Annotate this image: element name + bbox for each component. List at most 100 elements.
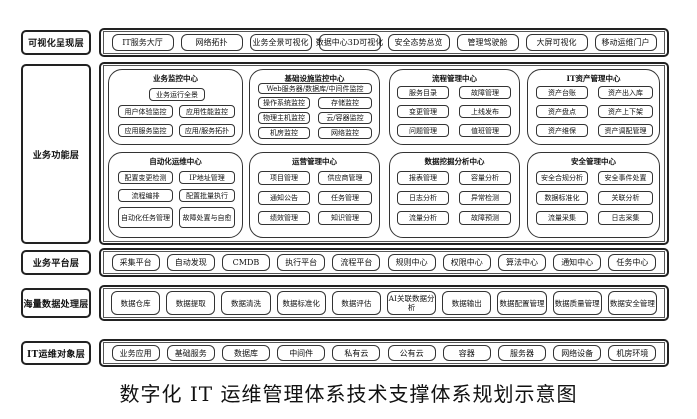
biz-monitor-center-title: 业务监控中心 xyxy=(153,74,198,83)
data-analysis-item[interactable]: 故障预测 xyxy=(459,211,511,225)
ops-manage-item[interactable]: 供应商管理 xyxy=(318,171,372,185)
asset-item[interactable]: 资产盘点 xyxy=(536,105,588,118)
data-layer-item[interactable]: 数据评估 xyxy=(331,291,381,315)
objects-layer-label-frame xyxy=(21,341,91,365)
platform-layer-item[interactable]: 执行平台 xyxy=(277,254,326,271)
objects-layer-item[interactable]: 机房环境 xyxy=(608,345,657,361)
biz-monitor-item[interactable]: 应用/服务拓扑 xyxy=(179,124,235,137)
infra-monitor-item[interactable]: 物理主机监控 xyxy=(258,112,310,124)
objects-layer-item[interactable]: 容器 xyxy=(442,345,491,361)
platform-layer-item[interactable]: 规则中心 xyxy=(387,254,436,271)
platform-layer-item[interactable]: 自动发现 xyxy=(166,254,215,271)
ops-manage-item[interactable]: 知识管理 xyxy=(318,211,372,225)
security-item[interactable]: 数据标准化 xyxy=(536,191,588,205)
asset-item[interactable]: 资产出入库 xyxy=(598,86,653,99)
infra-monitor-item[interactable]: 机房监控 xyxy=(258,127,310,139)
ops-manage-item[interactable]: 绩效管理 xyxy=(258,211,310,225)
biz-monitor-item[interactable]: 用户体验监控 xyxy=(118,105,173,118)
infra-monitor-item[interactable]: 云/容器监控 xyxy=(318,112,372,124)
ops-manage-item[interactable]: 项目管理 xyxy=(258,171,310,185)
objects-layer-item[interactable]: 服务器 xyxy=(497,345,547,361)
auto-ops-item[interactable]: 故障处置与自愈 xyxy=(179,207,235,228)
asset-item[interactable]: 资产调配管理 xyxy=(598,124,653,137)
asset-center-title: IT资产管理中心 xyxy=(566,74,621,83)
visual-layer-item[interactable]: IT服务大厅 xyxy=(111,34,174,51)
visual-layer-item[interactable]: 安全态势总览 xyxy=(387,34,450,51)
ops-manage-item[interactable]: 任务管理 xyxy=(318,191,372,205)
process-item[interactable]: 问题管理 xyxy=(397,124,449,137)
objects-layer-item[interactable]: 私有云 xyxy=(332,345,381,361)
platform-layer-item[interactable]: 采集平台 xyxy=(111,254,160,271)
infra-monitor-item[interactable]: 存储监控 xyxy=(318,97,372,109)
security-item[interactable]: 关联分析 xyxy=(598,191,653,205)
security-item[interactable]: 日志采集 xyxy=(598,211,653,225)
process-item[interactable]: 服务目录 xyxy=(397,86,449,99)
objects-layer-item[interactable]: 数据库 xyxy=(221,345,271,361)
objects-layer-item[interactable]: 中间件 xyxy=(277,345,326,361)
platform-layer-item[interactable]: 算法中心 xyxy=(497,254,547,271)
data-layer-item[interactable]: 数据配置管理 xyxy=(497,291,547,315)
business-layer-label-frame xyxy=(21,64,91,244)
data-layer-frame xyxy=(99,285,669,321)
objects-layer-item[interactable]: 网络设备 xyxy=(553,345,602,361)
data-analysis-item[interactable]: 报表管理 xyxy=(397,171,449,185)
asset-item[interactable]: 资产台账 xyxy=(536,86,588,99)
biz-monitor-item[interactable]: 应用性能监控 xyxy=(179,105,235,118)
visual-layer-item[interactable]: 大屏可视化 xyxy=(525,34,588,51)
infra-monitor-item[interactable]: 网络监控 xyxy=(318,127,372,139)
visual-layer-item[interactable]: 网络拓扑 xyxy=(180,34,243,51)
process-item[interactable]: 值班管理 xyxy=(459,124,511,137)
auto-ops-item[interactable]: 自动化任务管理 xyxy=(118,207,173,228)
infra-monitor-item[interactable]: 操作系统监控 xyxy=(258,97,310,109)
auto-ops-item[interactable]: 配置批量执行 xyxy=(179,189,235,202)
platform-layer-item[interactable]: 流程平台 xyxy=(332,254,381,271)
platform-layer-item[interactable]: 通知中心 xyxy=(553,254,602,271)
asset-item[interactable]: 资产维保 xyxy=(536,124,588,137)
visual-layer-item[interactable]: 管理驾驶舱 xyxy=(456,34,519,51)
data-layer-item[interactable]: 数据安全管理 xyxy=(607,291,657,315)
security-item[interactable]: 安全合规分析 xyxy=(536,171,588,185)
security-item[interactable]: 流量采集 xyxy=(536,211,588,225)
process-item[interactable]: 上线发布 xyxy=(459,105,511,118)
objects-layer-frame xyxy=(99,339,669,367)
objects-layer-item[interactable]: 公有云 xyxy=(387,345,436,361)
data-analysis-item[interactable]: 容量分析 xyxy=(459,171,511,185)
data-layer-item[interactable]: 数据标准化 xyxy=(276,291,326,315)
asset-item[interactable]: 资产上下架 xyxy=(598,105,653,118)
data-analysis-item[interactable]: 流量分析 xyxy=(397,211,449,225)
ops-manage-item[interactable]: 通知公告 xyxy=(258,191,310,205)
data-analysis-item[interactable]: 日志分析 xyxy=(397,191,449,205)
objects-layer-label: IT运维对象层 xyxy=(26,349,85,360)
data-layer-item[interactable]: 数据清洗 xyxy=(221,291,271,315)
visual-layer-item[interactable]: 业务全景可视化 xyxy=(249,34,312,51)
data-layer-inner xyxy=(103,288,665,318)
biz-monitor-item[interactable]: 应用服务监控 xyxy=(118,124,173,137)
platform-layer-item[interactable]: 任务中心 xyxy=(608,254,657,271)
biz-monitor-item[interactable]: 业务运行全景 xyxy=(149,88,205,101)
process-center-title: 流程管理中心 xyxy=(432,74,477,83)
data-layer-item[interactable]: 数据仓库 xyxy=(111,291,161,315)
data-analysis-center-title: 数据挖掘分析中心 xyxy=(424,157,485,166)
auto-ops-item[interactable]: 流程编排 xyxy=(118,189,173,202)
visual-layer-label: 可视化呈现层 xyxy=(28,39,84,49)
platform-layer-item[interactable]: 权限中心 xyxy=(442,254,491,271)
auto-ops-item[interactable]: IP地址管理 xyxy=(179,171,235,184)
security-item[interactable]: 安全事件处置 xyxy=(598,171,653,185)
data-analysis-item[interactable]: 异常检测 xyxy=(459,191,511,205)
platform-layer-label-frame xyxy=(21,250,91,275)
platform-layer-item[interactable]: CMDB xyxy=(221,254,271,271)
data-layer-item[interactable]: 数据提取 xyxy=(166,291,216,315)
platform-layer-inner xyxy=(103,251,665,274)
auto-ops-item[interactable]: 配置变更检测 xyxy=(118,171,173,184)
objects-layer-item[interactable]: 业务应用 xyxy=(111,345,160,361)
visual-layer-item[interactable]: 数据中心3D可视化 xyxy=(316,34,383,51)
infra-monitor-item[interactable]: Web服务器/数据库/中间件监控 xyxy=(258,83,372,94)
data-layer-item[interactable]: 数据质量管理 xyxy=(552,291,602,315)
process-item[interactable]: 变更管理 xyxy=(397,105,449,118)
data-layer-item[interactable]: AI关联数据分析 xyxy=(387,291,437,315)
data-layer-item[interactable]: 数据输出 xyxy=(442,291,492,315)
process-item[interactable]: 故障管理 xyxy=(459,86,511,99)
visual-layer-frame xyxy=(99,28,669,57)
objects-layer-item[interactable]: 基础服务 xyxy=(166,345,215,361)
visual-layer-item[interactable]: 移动运维门户 xyxy=(594,34,657,51)
